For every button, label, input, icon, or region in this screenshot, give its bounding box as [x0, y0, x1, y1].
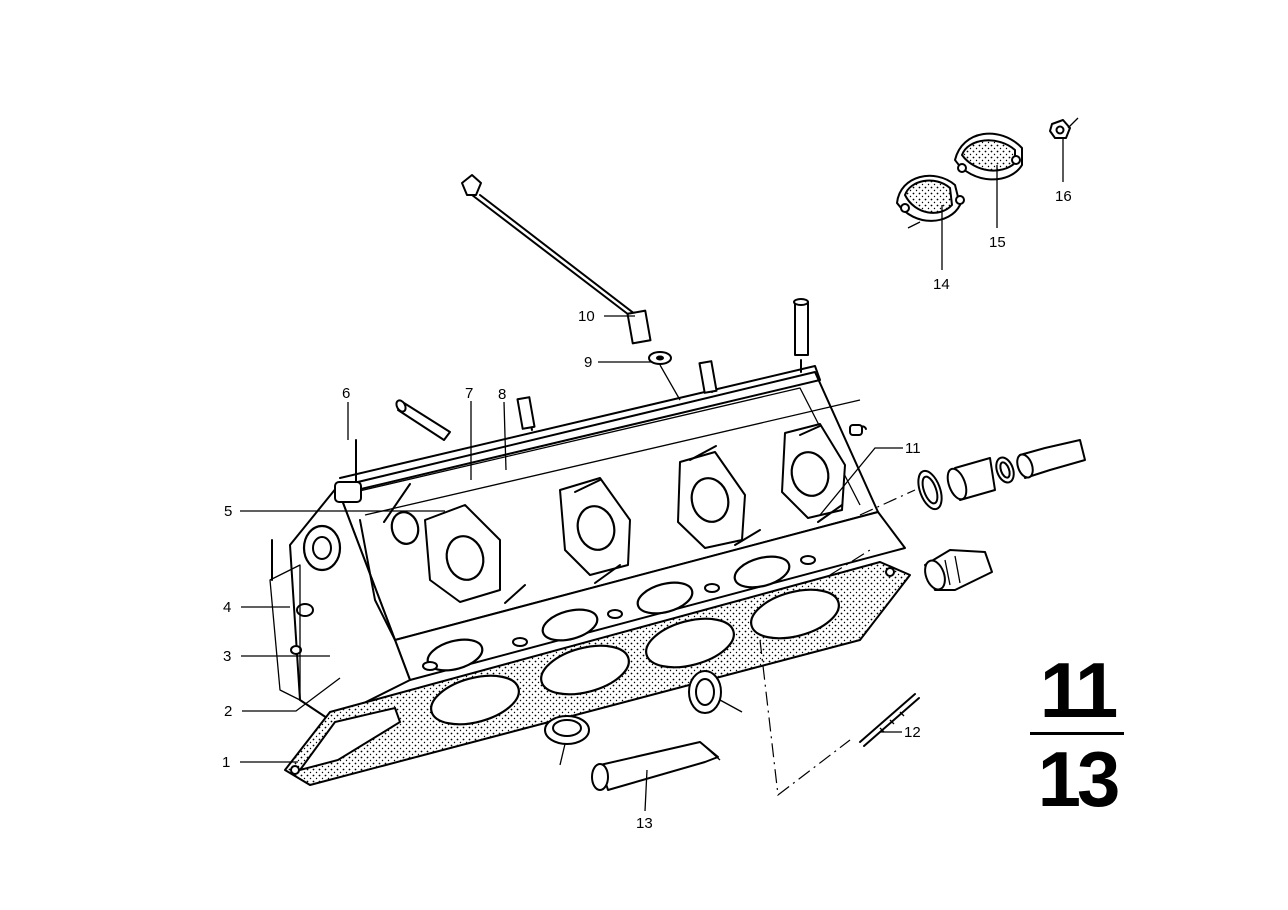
callout-10: 10	[578, 308, 595, 325]
sealing-compound-tube	[591, 741, 721, 791]
nut-16	[1049, 117, 1079, 139]
flange-studs	[383, 425, 843, 604]
cover-cap-14	[896, 174, 965, 229]
cylinder-head	[269, 365, 906, 721]
callout-4: 4	[223, 599, 231, 616]
callout-11: 11	[905, 440, 921, 457]
callout-8: 8	[498, 386, 506, 403]
callout-1: 1	[222, 754, 230, 771]
callout-5: 5	[224, 503, 232, 520]
stud	[859, 693, 920, 747]
callout-12: 12	[904, 724, 921, 741]
head-gasket	[284, 561, 911, 786]
exhaust-port-flange-4	[781, 423, 846, 519]
exhaust-port-flange-1	[390, 504, 501, 603]
callout-14: 14	[933, 276, 950, 293]
head-bolt-washer	[648, 351, 681, 401]
coolant-fittings	[917, 439, 1086, 511]
coolant-fitting-lower	[924, 549, 993, 591]
callout-9: 9	[584, 354, 592, 371]
callouts: 1 2 3 4 5 6 7 8 9 10 11 12 13 14 15 16	[222, 188, 1072, 832]
exhaust-port-flange-2	[559, 477, 631, 576]
callout-6: 6	[342, 385, 350, 402]
dowel-sleeve	[688, 670, 743, 714]
callout-16: 16	[1055, 188, 1072, 205]
callout-7: 7	[465, 385, 473, 402]
top-studs	[516, 360, 718, 431]
guide-pin	[793, 298, 809, 373]
group-number-top: 11	[1039, 646, 1118, 734]
guide-pin-left	[395, 399, 451, 441]
dowel-sleeve-lower	[544, 715, 590, 766]
cover-cap-15	[954, 132, 1023, 181]
callout-3: 3	[223, 648, 231, 665]
head-bolt	[461, 174, 652, 345]
callout-15: 15	[989, 234, 1006, 251]
group-number-divider	[1030, 732, 1124, 735]
group-number-badge: 11 13	[1030, 646, 1124, 823]
group-number-bottom: 13	[1037, 735, 1121, 823]
front-end-detail	[269, 439, 362, 701]
exhaust-port-flange-3	[677, 451, 746, 549]
leader-lines	[240, 137, 1064, 812]
callout-2: 2	[224, 703, 232, 720]
callout-13: 13	[636, 815, 653, 832]
